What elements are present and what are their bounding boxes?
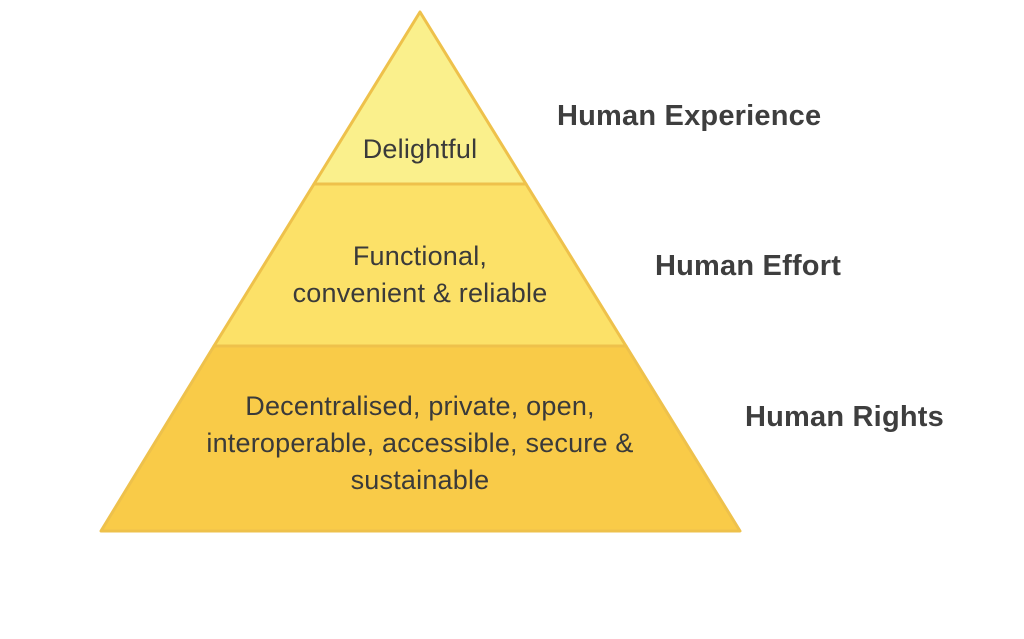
side-label-human-effort: Human Effort xyxy=(655,250,842,282)
pyramid-tier-top xyxy=(312,10,528,186)
tier-bottom-caption-line: interoperable, accessible, secure & xyxy=(206,428,634,458)
tier-bottom-caption-line: Decentralised, private, open, xyxy=(245,391,595,421)
side-label-human-experience: Human Experience xyxy=(557,100,822,132)
side-label-human-rights: Human Rights xyxy=(745,401,944,433)
tier-middle-caption-line: convenient & reliable xyxy=(292,278,548,308)
tier-bottom-caption-line: sustainable xyxy=(350,465,490,495)
tier-top-caption: Delightful xyxy=(120,132,720,166)
tier-middle-caption-line: Functional, xyxy=(352,241,488,271)
tier-top-caption-line: Delightful xyxy=(362,134,478,164)
tier-bottom-caption: Decentralised, private, open, interopera… xyxy=(120,388,720,499)
tier-middle-caption: Functional, convenient & reliable xyxy=(120,238,720,312)
